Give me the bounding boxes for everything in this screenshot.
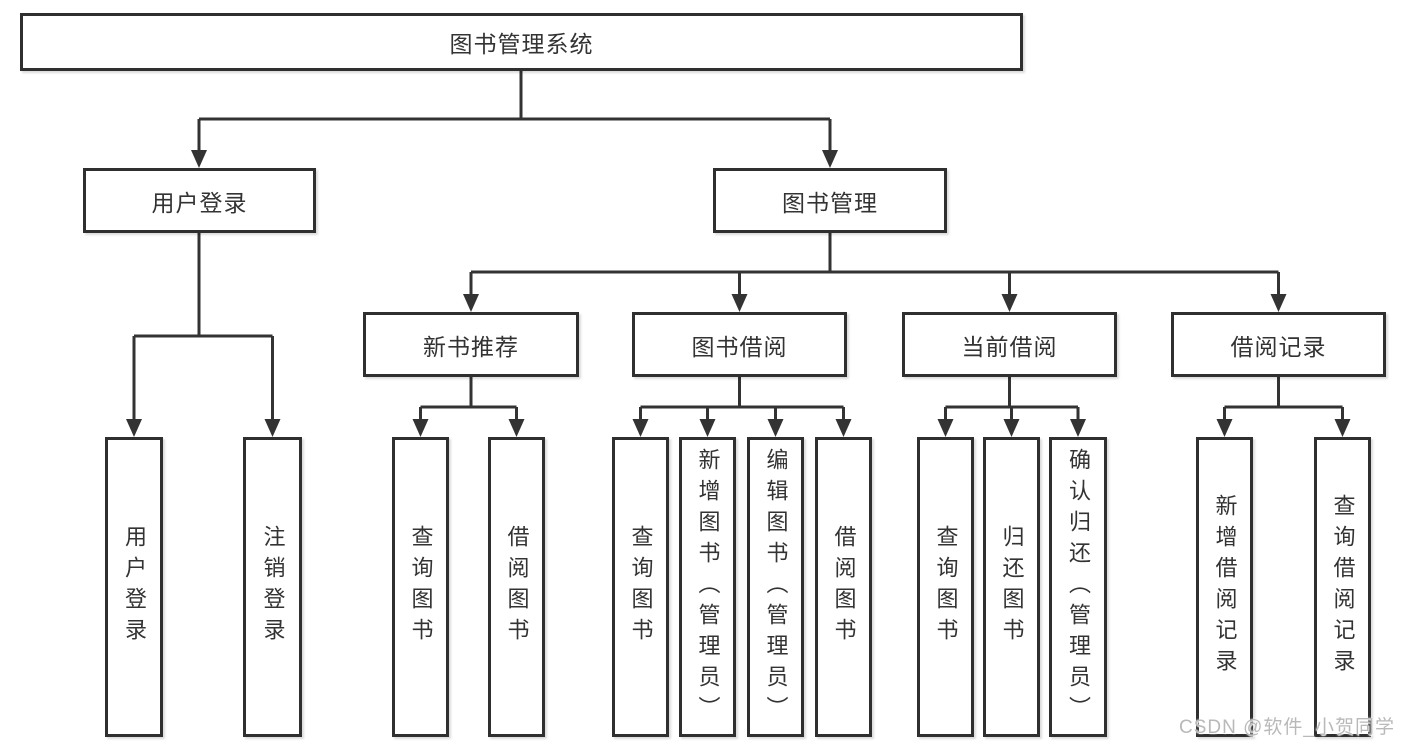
- node-leaf-borrow-books: 借阅图书: [815, 437, 872, 737]
- node-leaf-query-books-borrow: 查询图书: [612, 437, 669, 737]
- connector-records-to-leaves: [1223, 377, 1344, 422]
- leaf-label: 新增借阅记录: [1212, 494, 1238, 680]
- node-current-borrow: 当前借阅: [902, 312, 1117, 377]
- leaf-label: 查询图书: [933, 525, 959, 649]
- connector-newbook-to-leaves: [419, 377, 518, 422]
- node-leaf-query-books-newbook: 查询图书: [392, 437, 449, 737]
- node-leaf-return-books: 归还图书: [983, 437, 1040, 737]
- leaf-label: 归还图书: [999, 525, 1025, 649]
- connector-root-to-level2: [197, 70, 832, 153]
- node-leaf-logout: 注销登录: [243, 437, 302, 737]
- node-new-book-recommend: 新书推荐: [363, 312, 579, 377]
- node-leaf-add-borrow-record: 新增借阅记录: [1196, 437, 1253, 737]
- node-leaf-query-books-current: 查询图书: [917, 437, 974, 737]
- leaf-label: 确认归还（管理员）: [1066, 447, 1091, 727]
- leaf-label: 编辑图书（管理员）: [763, 447, 789, 727]
- node-user-login-branch: 用户登录: [83, 168, 316, 233]
- node-leaf-user-login: 用户登录: [105, 437, 163, 737]
- leaf-label: 查询图书: [408, 525, 434, 649]
- node-borrow-records: 借阅记录: [1171, 312, 1386, 377]
- node-leaf-borrow-books-newbook: 借阅图书: [488, 437, 545, 737]
- node-leaf-edit-books-admin: 编辑图书（管理员）: [747, 437, 804, 737]
- connector-borrow-to-leaves: [639, 377, 845, 422]
- csdn-watermark: CSDN @软件_小贺同学: [1179, 717, 1395, 738]
- node-leaf-add-books-admin: 新增图书（管理员）: [679, 437, 736, 737]
- node-leaf-confirm-return-admin: 确认归还（管理员）: [1049, 437, 1107, 737]
- node-library-management-system: 图书管理系统: [20, 13, 1023, 71]
- node-book-borrow: 图书借阅: [632, 312, 847, 377]
- leaf-label: 查询图书: [628, 525, 654, 649]
- node-leaf-query-borrow-record: 查询借阅记录: [1314, 437, 1371, 737]
- leaf-label: 注销登录: [260, 525, 286, 649]
- leaf-label: 借阅图书: [504, 525, 530, 649]
- connector-current-to-leaves: [944, 377, 1080, 422]
- leaf-label: 新增图书（管理员）: [695, 447, 721, 727]
- leaf-label: 查询借阅记录: [1330, 494, 1356, 680]
- leaf-label: 用户登录: [122, 525, 147, 649]
- node-book-management: 图书管理: [713, 168, 947, 233]
- leaf-label: 借阅图书: [831, 525, 857, 649]
- connector-bookmgmt-to-groups: [469, 233, 1280, 297]
- connector-userlogin-to-leaves: [132, 233, 274, 422]
